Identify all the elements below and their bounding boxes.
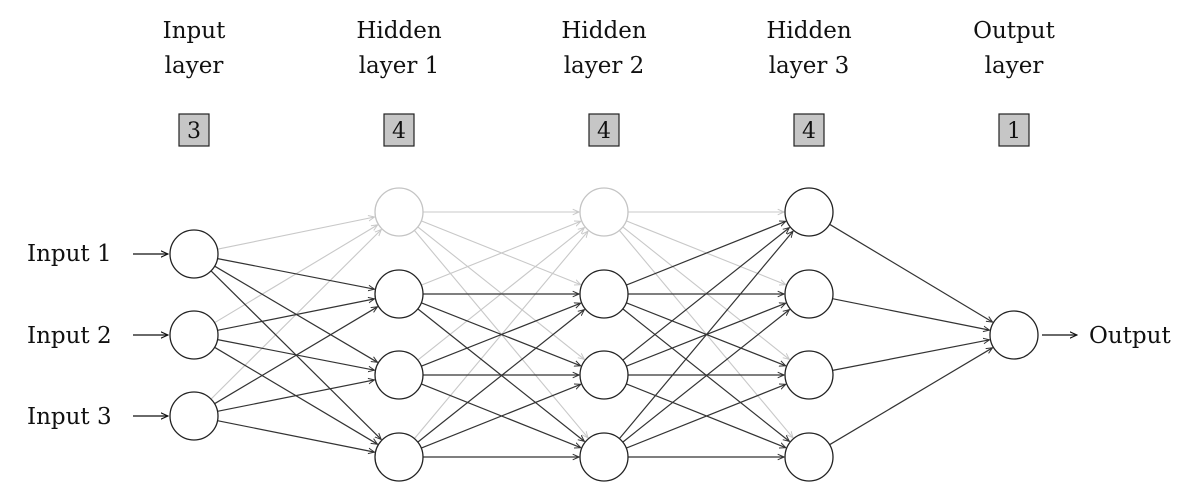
connection-input-3-to-hidden1-4 [217,420,375,452]
layer-title-input-line2: layer [165,53,224,79]
neuron-input-2 [169,310,219,360]
connection-hidden3-2-to-output-1 [832,298,990,330]
connection-hidden3-1-to-output-1 [829,223,993,322]
size-box-input [178,113,210,147]
neuron-output-1 [989,310,1039,360]
connection-input-3-to-hidden1-3 [217,380,375,412]
connection-input-1-to-hidden1-2 [217,258,375,290]
layer-title-output-line2: layer [985,53,1044,79]
neuron-hidden1-1 [374,187,424,237]
neuron-hidden3-2 [784,269,834,319]
layer-title-hidden3-line1: Hidden [766,18,851,44]
size-value-output: 1 [1007,119,1021,144]
size-box-hidden3 [793,113,825,147]
connection-hidden2-4-to-hidden3-3 [626,384,786,449]
layer-titles: Input layer Hidden layer 1 Hidden layer … [163,18,1056,79]
neurons [169,187,1039,482]
input-label-3: Input 3 [27,404,112,430]
active-connections [210,221,993,457]
input-label-2: Input 2 [27,323,112,349]
connection-hidden1-4-to-hidden2-2 [417,310,585,443]
connection-hidden2-4-to-hidden3-1 [618,231,793,439]
output-label: Output [1089,323,1171,349]
neuron-hidden2-1 [579,187,629,237]
connection-input-3-to-hidden1-2 [214,307,378,405]
layer-title-hidden3-line2: layer 3 [769,53,850,79]
size-value-hidden2: 4 [597,119,611,144]
neuron-hidden3-3 [784,350,834,400]
neuron-hidden2-3 [579,350,629,400]
neuron-input-1 [169,229,219,279]
neuron-hidden1-2 [374,269,424,319]
neuron-hidden2-2 [579,269,629,319]
size-box-hidden1 [383,113,415,147]
neuron-hidden1-3 [374,350,424,400]
layer-title-hidden1-line2: layer 1 [359,53,440,79]
io-arrows [133,254,1077,416]
neuron-hidden3-1 [784,187,834,237]
connection-hidden2-3-to-hidden3-1 [622,228,790,361]
size-value-hidden3: 4 [802,119,816,144]
input-label-1: Input 1 [27,241,112,267]
layer-size-boxes: 3 4 4 4 1 [178,113,1030,147]
size-value-input: 3 [187,119,201,144]
size-box-hidden2 [588,113,620,147]
connection-hidden1-3-to-hidden2-2 [421,303,580,367]
connection-hidden1-4-to-hidden2-3 [421,384,581,449]
connection-hidden1-2-to-hidden2-1 [421,221,581,286]
layer-title-hidden2-line2: layer 2 [564,53,645,79]
layer-title-hidden1-line1: Hidden [356,18,441,44]
connection-input-1-to-hidden1-1 [217,217,375,250]
neuron-hidden3-4 [784,432,834,482]
connection-hidden2-2-to-hidden3-1 [626,221,786,286]
connection-input-2-to-hidden1-2 [217,299,375,331]
io-labels: Input 1 Input 2 Input 3 Output [27,241,1171,430]
faded-connections [210,212,793,439]
layer-title-input-line1: Input [163,18,226,44]
size-value-hidden1: 4 [392,119,406,144]
neuron-hidden2-4 [579,432,629,482]
connection-hidden2-4-to-hidden3-2 [622,310,790,443]
neuron-input-3 [169,391,219,441]
layer-title-output-line1: Output [973,18,1055,44]
neuron-hidden1-4 [374,432,424,482]
connection-hidden3-4-to-output-1 [829,348,993,446]
layer-title-hidden2-line1: Hidden [561,18,646,44]
connection-hidden3-3-to-output-1 [832,340,990,371]
size-box-output [998,113,1030,147]
